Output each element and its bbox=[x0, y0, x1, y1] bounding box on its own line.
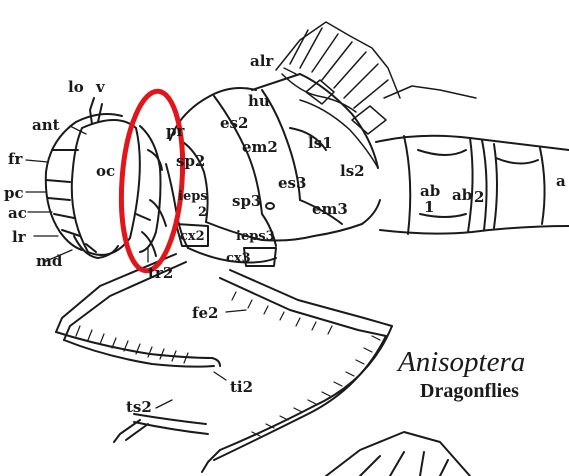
label-pr: pr bbox=[166, 124, 184, 139]
label-fe2: fe2 bbox=[192, 306, 218, 321]
label-ls2: ls2 bbox=[340, 164, 365, 179]
label-ieps2: ieps bbox=[178, 190, 208, 203]
label-cx3: cx3 bbox=[226, 252, 251, 265]
label-lo: lo bbox=[68, 80, 84, 95]
label-hu: hu bbox=[248, 94, 270, 109]
label-ls1: ls1 bbox=[308, 136, 333, 151]
label-es2: es2 bbox=[220, 116, 248, 131]
diagram-title: Anisoptera bbox=[398, 346, 525, 379]
wing-bases bbox=[276, 22, 476, 168]
label-ab2: ab bbox=[452, 188, 472, 203]
label-ab1-number: 1 bbox=[424, 200, 434, 215]
label-alr: alr bbox=[250, 54, 273, 69]
label-fr: fr bbox=[8, 152, 22, 167]
prothorax-outline bbox=[136, 126, 166, 256]
diagram-subtitle: Dragonflies bbox=[420, 380, 519, 403]
label-sp3: sp3 bbox=[232, 194, 261, 209]
label-oc: oc bbox=[96, 164, 115, 179]
label-ab2-number: 2 bbox=[474, 190, 484, 205]
label-es3: es3 bbox=[278, 176, 306, 191]
label-tr2: tr2 bbox=[148, 266, 173, 281]
label-md: md bbox=[36, 254, 62, 269]
leg-spines bbox=[76, 292, 380, 436]
label-em3: em3 bbox=[312, 202, 348, 217]
label-lr: lr bbox=[12, 230, 26, 245]
label-ab1: ab bbox=[420, 184, 440, 199]
label-ieps3: ieps3 bbox=[236, 230, 275, 243]
label-ieps2-number: 2 bbox=[198, 206, 207, 219]
label-pc: pc bbox=[4, 186, 24, 201]
abdomen-outline bbox=[376, 136, 569, 234]
label-ant: ant bbox=[32, 118, 60, 133]
label-cx2: cx2 bbox=[180, 230, 205, 243]
label-a: a bbox=[556, 174, 566, 189]
label-ac: ac bbox=[8, 206, 27, 221]
label-ti2: ti2 bbox=[230, 380, 253, 395]
label-v: v bbox=[96, 80, 105, 95]
label-em2: em2 bbox=[242, 140, 278, 155]
label-sp2: sp2 bbox=[176, 154, 205, 169]
label-ts2: ts2 bbox=[126, 400, 152, 415]
